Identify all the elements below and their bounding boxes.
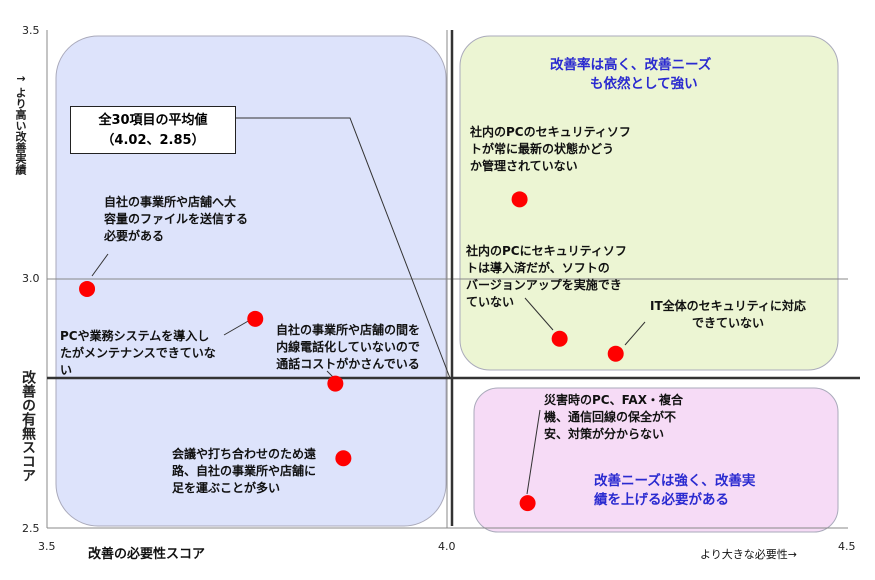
x-tick: 4.5 [838, 540, 856, 553]
point-label: 社内のPCにセキュリティソフトは導入済だが、ソフトのバージョンアップを実施できて… [466, 244, 627, 309]
y-axis-top-label: ↑ より高い改善実績 [14, 74, 27, 176]
x-axis-right-label: より大きな必要性→ [700, 548, 797, 561]
data-point [607, 345, 624, 362]
y-tick: 3.0 [22, 272, 40, 285]
point-label: 自社の事業所や店舗の間を内線電話化していないので通話コストがかさんでいる [276, 323, 421, 371]
quadrant-box-left [55, 35, 447, 527]
data-point [551, 330, 568, 347]
average-title: 全30項目の平均値 [98, 113, 208, 128]
x-tick: 4.0 [438, 540, 456, 553]
data-point [519, 495, 536, 512]
point-label: 自社の事業所や店舗へ大容量のファイルを送信する必要がある [104, 195, 249, 243]
data-point [327, 375, 344, 392]
point-label: 社内のPCのセキュリティソフトが常に最新の状態かどうか管理されていない [470, 125, 631, 173]
data-point [511, 191, 528, 208]
quadrant-label-top-right: 改善率は高く、改善ニーズも依然として強い [550, 57, 712, 92]
leader-lines [91, 117, 646, 495]
data-point [247, 310, 264, 327]
point-label: PCや業務システムを導入したがメンテナンスできていない [60, 329, 216, 377]
point-label: 災害時のPC、FAX・複合機、通信回線の保全が不安、対策が分からない [544, 393, 683, 441]
point-label: IT全体のセキュリティに対応できていない [650, 299, 806, 330]
y-tick: 3.5 [22, 24, 40, 37]
points [79, 191, 624, 512]
quadrant-box-top-right [459, 35, 839, 371]
quadrant-label-bottom-right: 改善ニーズは強く、改善実績を上げる必要がある [594, 473, 756, 508]
x-tick: 3.5 [38, 540, 56, 553]
quadrant-box-bottom-right [473, 387, 839, 533]
x-axis-label: 改善の必要性スコア [88, 547, 206, 562]
data-point [79, 280, 96, 297]
average-label-box: 全30項目の平均値 （4.02、2.85） [70, 106, 236, 154]
average-value: （4.02、2.85） [101, 133, 205, 148]
point-label: 会議や打ち合わせのため遠路、自社の事業所や店舗に足を運ぶことが多い [172, 447, 317, 495]
y-axis-label: 改善の有無スコア [20, 370, 36, 482]
y-tick: 2.5 [22, 522, 40, 535]
data-point [335, 450, 352, 467]
